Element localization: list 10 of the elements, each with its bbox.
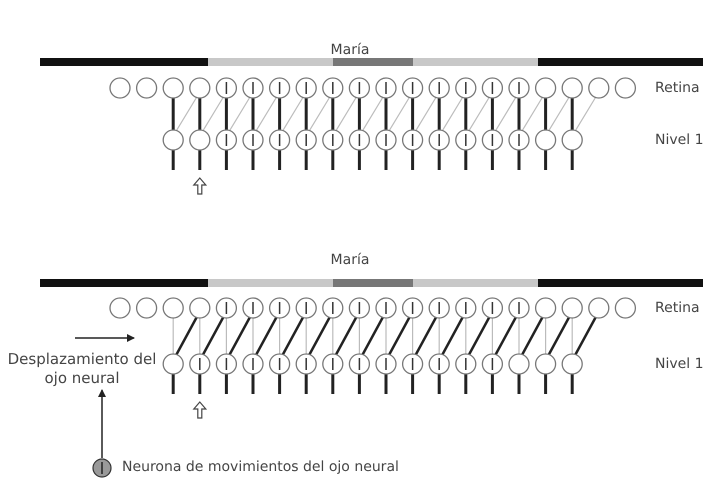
layer-label: Nivel 1 — [655, 132, 703, 148]
caption-text: Desplazamiento del ojo neural — [4, 350, 160, 388]
layer-label: Nivel 1 — [655, 356, 703, 372]
arrow — [98, 389, 106, 458]
panel-title: María — [330, 42, 370, 58]
neuron-caption: Neurona de movimientos del ojo neural — [122, 459, 399, 475]
neuron-circle — [92, 458, 112, 478]
panel-title: María — [330, 252, 370, 268]
layer-label: Retina — [655, 300, 700, 316]
layer-label: Retina — [655, 80, 700, 96]
